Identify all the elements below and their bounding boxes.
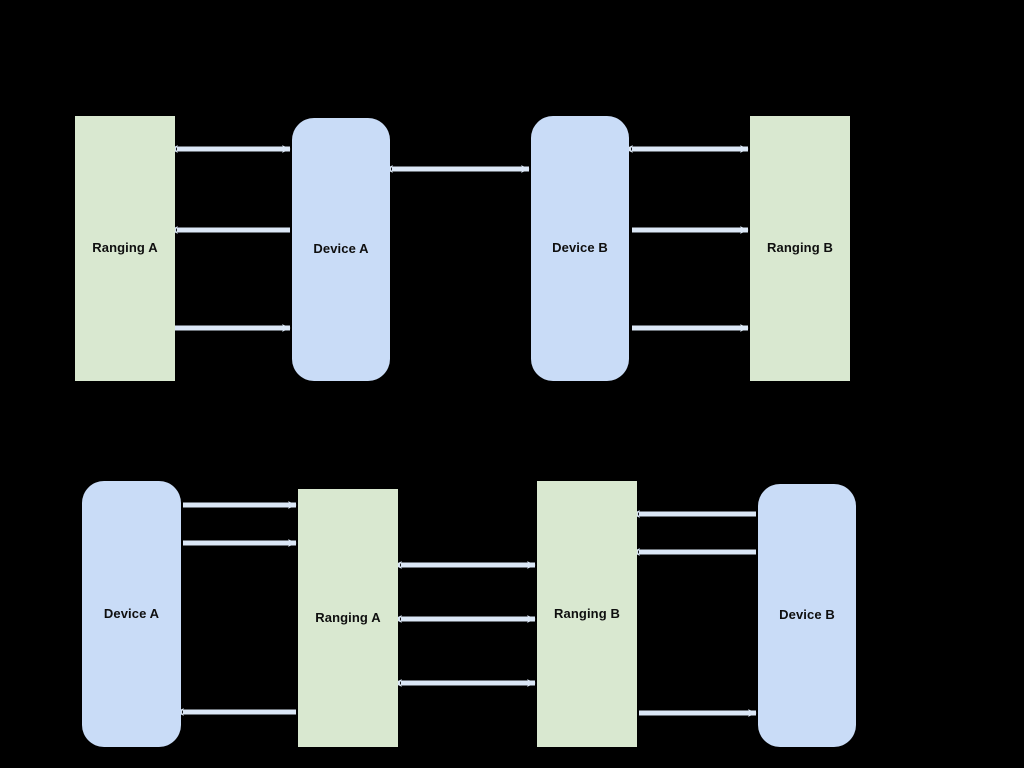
node-bot-device-b[interactable]: Device B	[758, 484, 856, 747]
node-label-bot-device-b: Device B	[779, 607, 835, 623]
node-top-device-a[interactable]: Device A	[292, 118, 390, 381]
node-top-ranging-b[interactable]: Ranging B	[750, 116, 850, 381]
node-bot-ranging-b[interactable]: Ranging B	[537, 481, 637, 747]
node-label-bot-device-a: Device A	[103, 605, 160, 621]
node-bot-ranging-a[interactable]: Ranging A	[298, 489, 398, 747]
node-top-ranging-a[interactable]: Ranging A	[75, 116, 175, 381]
node-label-top-ranging-b: Ranging B	[767, 240, 833, 256]
node-label-bot-ranging-a: Ranging A	[315, 609, 381, 625]
node-label-bot-ranging-b: Ranging B	[554, 605, 620, 621]
node-label-top-ranging-a: Ranging A	[92, 240, 158, 256]
node-top-device-b[interactable]: Device B	[531, 116, 629, 381]
node-bot-device-a[interactable]: Device A	[82, 481, 181, 747]
node-label-top-device-a: Device A	[313, 241, 369, 257]
node-label-top-device-b: Device B	[552, 240, 608, 256]
